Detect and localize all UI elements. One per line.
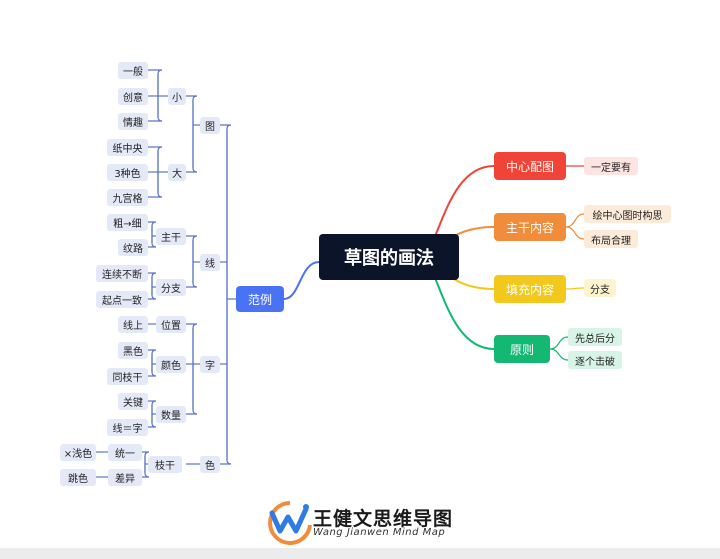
connector-line <box>218 299 232 465</box>
leaf-九宫格[interactable]: 九宫格 <box>107 189 148 206</box>
leaf-分支[interactable]: 分支 <box>584 279 616 297</box>
node-数量[interactable]: 数量 <box>156 406 186 423</box>
leaf-创意[interactable]: 创意 <box>118 88 148 105</box>
connector-line <box>148 172 163 198</box>
node-主干[interactable]: 主干 <box>156 228 186 245</box>
node-色[interactable]: 色 <box>200 456 220 473</box>
connector-line <box>148 96 163 122</box>
connector-line <box>148 272 157 287</box>
center-topic[interactable]: 草图的画法 <box>319 234 459 280</box>
leaf-连续不断[interactable]: 连续不断 <box>96 265 148 282</box>
connector-line <box>186 95 198 125</box>
connector-line <box>142 451 150 464</box>
branch-examples[interactable]: 范例 <box>236 286 284 312</box>
leaf-线＝字[interactable]: 线＝字 <box>107 419 148 436</box>
connector-line <box>148 221 157 236</box>
node-小[interactable]: 小 <box>168 88 186 105</box>
leaf-跳色[interactable]: 跳色 <box>60 469 96 486</box>
connector-line <box>148 69 163 96</box>
leaf-一般[interactable]: 一般 <box>118 62 148 79</box>
leaf-情趣[interactable]: 情趣 <box>118 113 148 130</box>
node-差异[interactable]: 差异 <box>108 469 142 486</box>
connector-line <box>565 213 585 228</box>
connector-line <box>549 348 569 361</box>
leaf-×浅色[interactable]: ×浅色 <box>60 444 96 461</box>
leaf-黑色[interactable]: 黑色 <box>118 342 148 359</box>
connector-line <box>148 146 163 172</box>
leaf-起点一致[interactable]: 起点一致 <box>96 291 148 308</box>
connector-line <box>148 287 157 300</box>
leaf-纹路[interactable]: 纹路 <box>118 239 148 256</box>
node-分支[interactable]: 分支 <box>156 279 186 296</box>
connector-line <box>148 400 157 414</box>
node-统一[interactable]: 统一 <box>108 444 142 461</box>
leaf-关键[interactable]: 关键 <box>118 393 148 410</box>
connector-line <box>549 336 569 350</box>
connector-line <box>186 262 198 288</box>
node-图[interactable]: 图 <box>200 117 220 134</box>
connector-line <box>148 364 157 377</box>
connector-line <box>142 464 150 478</box>
node-大[interactable]: 大 <box>168 164 186 181</box>
leaf-逐个击破[interactable]: 逐个击破 <box>568 351 622 369</box>
connector-line <box>186 235 198 262</box>
logo-subtitle: Wang Jianwen Mind Map <box>313 527 446 538</box>
connector-line <box>148 414 157 428</box>
connector-line <box>148 236 157 248</box>
node-字[interactable]: 字 <box>200 356 220 373</box>
connector-line <box>148 349 157 364</box>
leaf-先总后分[interactable]: 先总后分 <box>568 328 622 346</box>
leaf-同枝干[interactable]: 同枝干 <box>107 368 148 385</box>
connector-line <box>218 124 232 299</box>
leaf-粗→细[interactable]: 粗→细 <box>107 214 148 231</box>
node-线[interactable]: 线 <box>200 254 220 271</box>
branch-填充内容[interactable]: 填充内容 <box>494 275 566 303</box>
connector-line <box>565 226 585 240</box>
node-枝干[interactable]: 枝干 <box>148 456 182 473</box>
connector-line <box>283 261 320 300</box>
leaf-线上[interactable]: 线上 <box>118 316 148 333</box>
leaf-布局合理[interactable]: 布局合理 <box>584 230 638 248</box>
connector-line <box>186 364 198 415</box>
branch-原则[interactable]: 原则 <box>494 335 550 363</box>
node-颜色[interactable]: 颜色 <box>156 356 186 373</box>
node-位置[interactable]: 位置 <box>156 316 186 333</box>
wave-w-logo-icon <box>268 501 312 545</box>
leaf-一定要有[interactable]: 一定要有 <box>584 157 638 175</box>
footer-bar <box>0 548 720 559</box>
leaf-3种色[interactable]: 3种色 <box>107 164 148 181</box>
connector-line <box>186 125 198 173</box>
branch-主干内容[interactable]: 主干内容 <box>494 213 566 241</box>
logo-title: 王健文思维导图 <box>313 508 454 530</box>
connector-line <box>186 323 198 364</box>
leaf-绘中心图时构思[interactable]: 绘中心图时构思 <box>584 205 671 223</box>
branch-中心配图[interactable]: 中心配图 <box>494 152 566 180</box>
leaf-纸中央[interactable]: 纸中央 <box>107 139 148 156</box>
connector-line <box>565 287 585 290</box>
